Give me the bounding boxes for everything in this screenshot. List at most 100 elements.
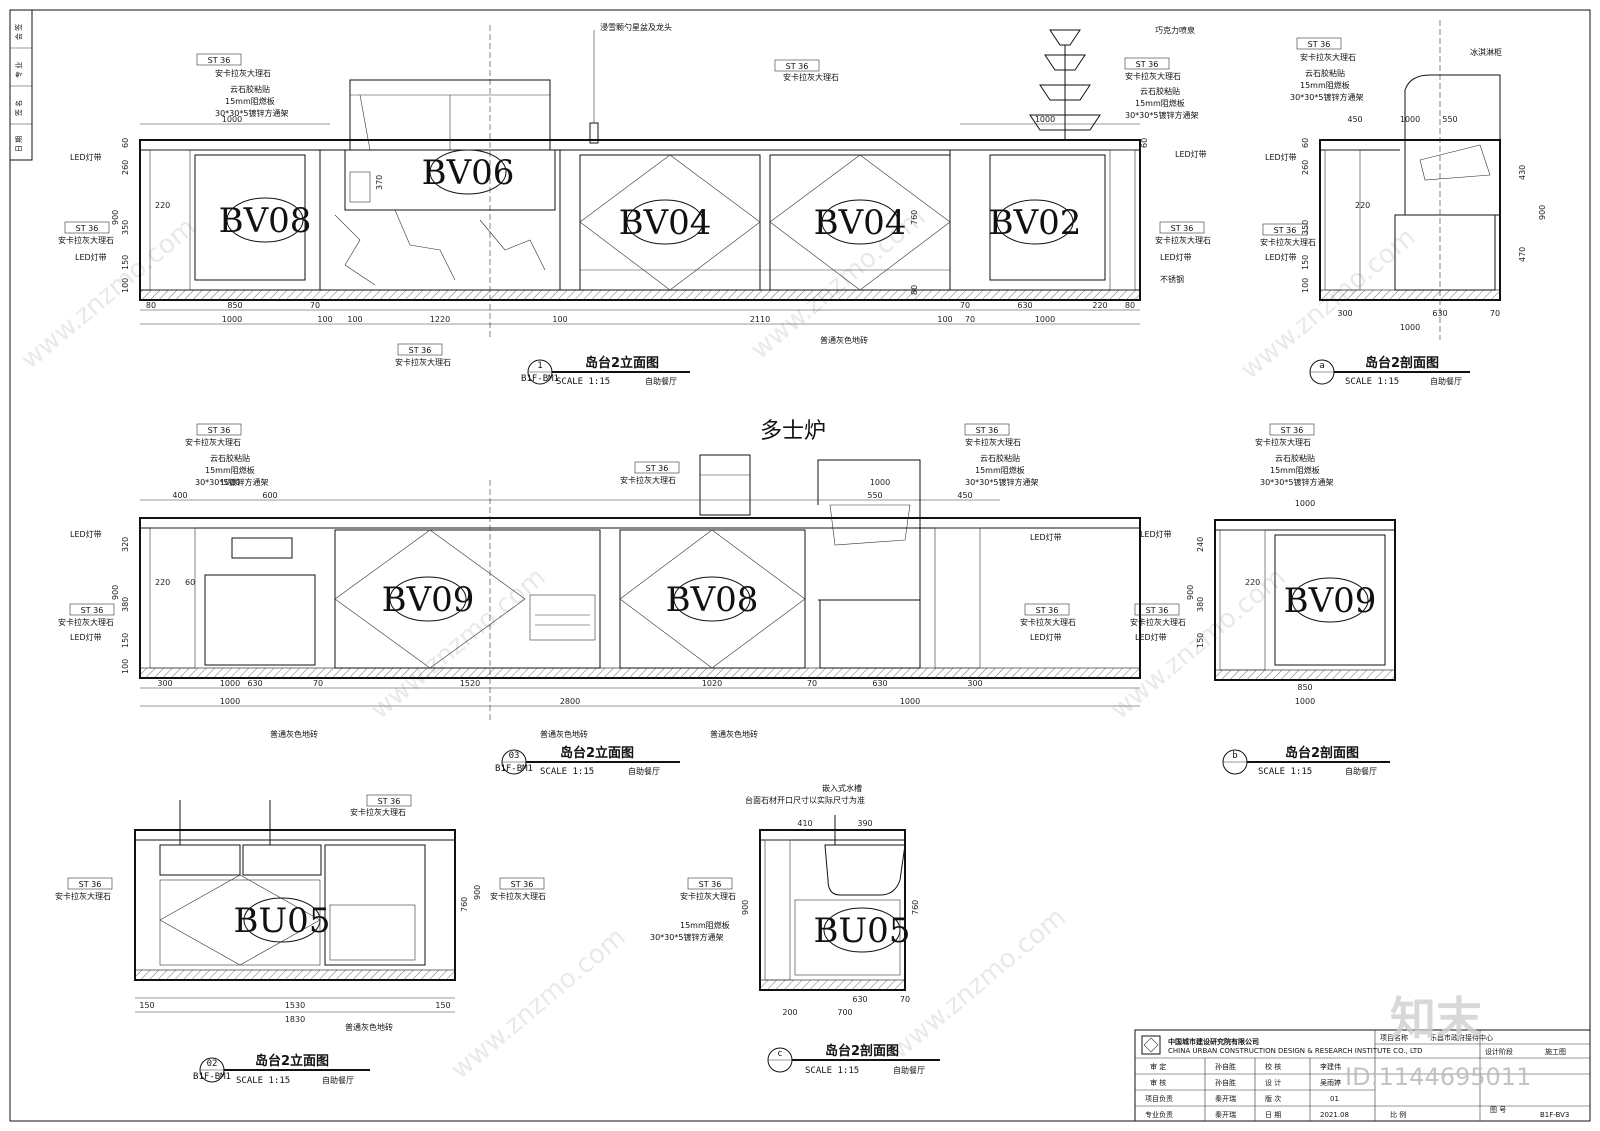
dim-label: 470 (1518, 247, 1527, 262)
dim-label: 80 (146, 301, 156, 310)
tb-cell: 专业负责 (1145, 1110, 1173, 1119)
dim-label: 60 (121, 138, 130, 148)
tb-cell: 校 核 (1265, 1062, 1281, 1071)
dim-label: 300 (967, 679, 982, 688)
dim-label: 70 (900, 995, 910, 1004)
dim-label: 220 (1245, 578, 1260, 587)
cabinet-tag: BV06 (422, 153, 515, 193)
company-name: 中国城市建设研究院有限公司 (1168, 1037, 1259, 1046)
dim-label: 1220 (430, 315, 450, 324)
dim-label: 350 (121, 220, 130, 235)
dim-label: 60 (1301, 138, 1310, 148)
dim-label: 760 (460, 897, 469, 912)
view-title: 岛台2立面图 (255, 1053, 329, 1069)
dim-label: 900 (111, 585, 120, 600)
view-ref: B1F-BM1 (521, 374, 559, 384)
material-code: ST 36 (1281, 426, 1304, 435)
callout-text: 安卡拉灰大理石 (620, 475, 676, 485)
callout-text: 30*30*5镀锌方通架 (965, 477, 1038, 487)
cabinet-tag: BV08 (666, 580, 759, 620)
watermark-site: www.znzmo.com (885, 902, 1071, 1065)
callout-text: 云石胶粘贴 (230, 84, 270, 94)
callout-text: 30*30*5镀锌方通架 (195, 477, 268, 487)
cabinet-tag: BU05 (814, 911, 911, 951)
material-code: ST 36 (1171, 224, 1194, 233)
callout-text: 安卡拉灰大理石 (1155, 235, 1211, 245)
callout-text: 普通灰色地砖 (540, 729, 588, 739)
dim-label: 100 (317, 315, 332, 324)
callout-text: 安卡拉灰大理石 (395, 357, 451, 367)
tb-cell: 项目负责 (1145, 1094, 1173, 1103)
dim-label: 1000 (1035, 315, 1055, 324)
callout-text: 安卡拉灰大理石 (490, 891, 546, 901)
dim-label: 630 (247, 679, 262, 688)
sheet-label: 图 号 (1490, 1106, 1506, 1114)
callout-text: 安卡拉灰大理石 (783, 72, 839, 82)
callout-text: 30*30*5镀锌方通架 (1290, 92, 1363, 102)
cabinet-tag: BV09 (1284, 581, 1377, 621)
material-code: ST 36 (1308, 40, 1331, 49)
callout-text: 云石胶粘贴 (980, 453, 1020, 463)
dim-label: 410 (797, 819, 812, 828)
elevation-2: BU05 ST 36 安卡拉灰大理石 ST 36 安卡拉灰大理石 ST 36 安… (55, 794, 546, 1086)
dim-label: 150 (121, 255, 130, 270)
material-code: ST 36 (699, 880, 722, 889)
callout-text: LED灯带 (70, 529, 102, 539)
dim-label: 100 (121, 278, 130, 293)
dim-label: 1000 (870, 478, 890, 487)
callout-text: 15mm阻燃板 (205, 465, 255, 475)
dim-label: 100 (552, 315, 567, 324)
dim-label: 80 (1125, 301, 1135, 310)
view-title: 岛台2剖面图 (825, 1043, 899, 1059)
dim-label: 300 (1337, 309, 1352, 318)
dim-label: 1000 (222, 115, 242, 124)
dim-label: 900 (741, 900, 750, 915)
callout-text: 浸雪颗勺星盆及龙头 (600, 22, 672, 32)
dim-label: 260 (121, 160, 130, 175)
callout-text: 安卡拉灰大理石 (1020, 617, 1076, 627)
view-scale: SCALE 1:15 (1345, 377, 1399, 387)
dim-label: 550 (1442, 115, 1457, 124)
callout-text: 安卡拉灰大理石 (215, 68, 271, 78)
elevation-1-tags: BV08 BV06 BV04 BV04 BV02 (219, 149, 1081, 245)
dim-label: 70 (960, 301, 970, 310)
callout-text: LED灯带 (1265, 152, 1297, 162)
callout-text: 云石胶粘贴 (1305, 68, 1345, 78)
callout-text: 嵌入式水槽 (822, 783, 862, 793)
callout-text: LED灯带 (1030, 632, 1062, 642)
callout-text: 普通灰色地砖 (270, 729, 318, 739)
callout-text: 30*30*5镀锌方通架 (215, 108, 288, 118)
cabinet-tag: BU05 (234, 901, 331, 941)
dim-label: 850 (1297, 683, 1312, 692)
view-scale: SCALE 1:15 (805, 1066, 859, 1076)
callout-text: 安卡拉灰大理石 (58, 235, 114, 245)
elevation-1 (139, 25, 1141, 340)
cabinet-tag: BV09 (382, 580, 475, 620)
dim-label: 760 (910, 210, 919, 225)
brand-logo-text: 知末 (1390, 992, 1482, 1046)
view-room: 自助餐厅 (322, 1075, 354, 1085)
dim-label: 100 (121, 659, 130, 674)
dim-label: 70 (807, 679, 817, 688)
elevation-3-dimensions: 400 600 1000 550 1000 450 300 1000 630 7… (111, 478, 983, 777)
dim-label: 630 (1432, 309, 1447, 318)
dim-label: 220 (155, 578, 170, 587)
callout-text: 普通灰色地砖 (710, 729, 758, 739)
tb-cell: 2021.08 (1320, 1111, 1349, 1119)
dim-label: 220 (155, 201, 170, 210)
callout-text: 安卡拉灰大理石 (1260, 237, 1316, 247)
callout-text: LED灯带 (1135, 632, 1167, 642)
callout-text: 云石胶粘贴 (210, 453, 250, 463)
callout-text: 安卡拉灰大理石 (55, 891, 111, 901)
ratio-label: 比 例 (1390, 1110, 1406, 1119)
dim-label: 60 (1140, 138, 1149, 148)
tb-cell: 李建伟 (1320, 1062, 1341, 1071)
material-code: ST 36 (1036, 606, 1059, 615)
material-code: ST 36 (511, 880, 534, 889)
dim-label: 900 (111, 210, 120, 225)
view-room: 自助餐厅 (1430, 376, 1462, 386)
dim-label: 150 (435, 1001, 450, 1010)
dim-label: 320 (121, 537, 130, 552)
view-number: 1 (537, 361, 542, 371)
